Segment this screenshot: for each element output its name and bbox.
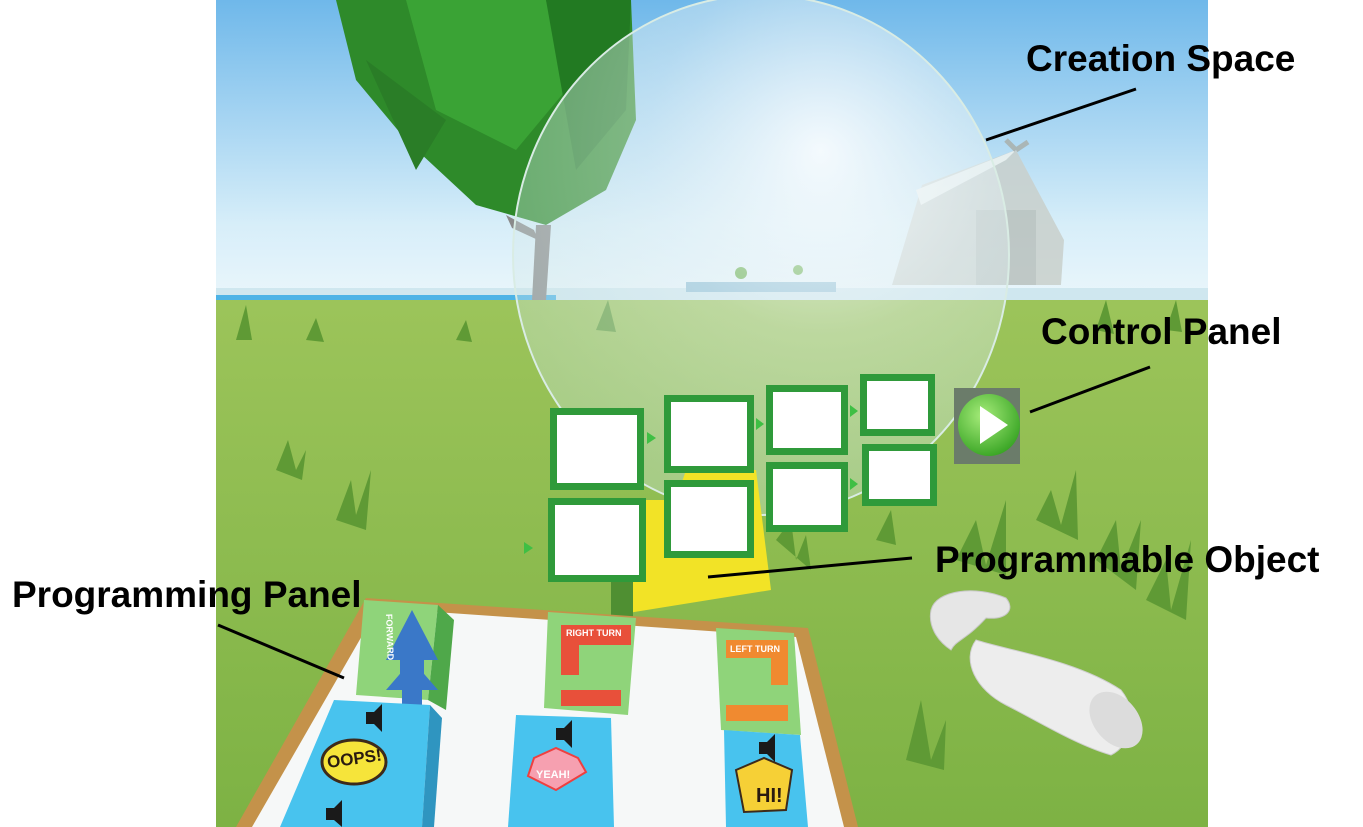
- programming-panel-pointer: [217, 623, 345, 680]
- programming-panel-label: Programming Panel: [12, 574, 362, 615]
- right-turn-label: RIGHT TURN: [566, 628, 622, 638]
- control-panel: [954, 388, 1020, 464]
- left-turn-label: LEFT TURN: [730, 644, 780, 654]
- left-turn-block[interactable]: [716, 628, 801, 735]
- forward-block[interactable]: [356, 600, 454, 710]
- speaker-icons: [326, 704, 775, 827]
- slot-row-1: [550, 374, 935, 490]
- programmable-object-label: Programmable Object: [935, 539, 1320, 580]
- slot-row-2: [524, 444, 937, 582]
- programmable-object-pointer: [707, 556, 913, 579]
- yeah-sound-block[interactable]: [508, 715, 614, 827]
- scene-graphics: [216, 0, 1208, 827]
- grass-tufts: [236, 300, 1191, 770]
- oops-sound-block[interactable]: [280, 700, 442, 827]
- control-panel-pointer: [1029, 365, 1151, 414]
- yeah-label: YEAH!: [536, 769, 570, 781]
- vr-hand-icon: [929, 590, 1143, 756]
- forward-label: FORWARD: [384, 614, 396, 661]
- control-panel-label: Control Panel: [1041, 311, 1282, 352]
- vr-scene: [216, 0, 1208, 827]
- hi-sound-block[interactable]: [724, 730, 808, 827]
- creation-space-label: Creation Space: [1026, 38, 1296, 79]
- right-turn-block[interactable]: [544, 612, 636, 715]
- programming-panel: [236, 598, 858, 827]
- creation-space-pointer: [985, 87, 1137, 142]
- hi-label: HI!: [756, 785, 783, 807]
- play-icon: [980, 406, 1008, 444]
